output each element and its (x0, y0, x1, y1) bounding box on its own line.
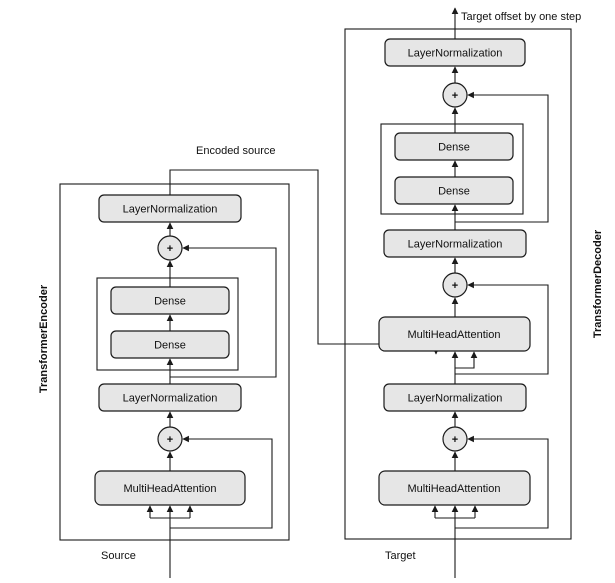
decoder-layernorm-2-label: LayerNormalization (408, 239, 503, 251)
encoder-layernorm-mid-label: LayerNormalization (123, 393, 218, 405)
decoder-layernorm-1-label: LayerNormalization (408, 393, 503, 405)
encoder-add-upper-symbol: + (167, 243, 173, 255)
decoder-dense-bottom-label: Dense (438, 186, 470, 198)
encoder-frame (59, 183, 290, 541)
decoder-dense-top-label: Dense (438, 142, 470, 154)
decoder-wires (431, 7, 549, 578)
decoder-add-mid-symbol: + (452, 280, 458, 292)
decoder-frame (344, 28, 572, 540)
encoder-add-lower-symbol: + (167, 434, 173, 446)
decoder-add-bottom-symbol: + (452, 434, 458, 446)
encoder-dense-top-label: Dense (154, 296, 186, 308)
encoder-wires (146, 222, 277, 578)
decoder-cross-attention-label: MultiHeadAttention (408, 329, 501, 341)
encoder-title: TransformerEncoder (38, 284, 50, 393)
decoder-dense-bottom (394, 176, 514, 205)
transformer-encoder: TransformerEncoder LayerNormalization De… (38, 145, 290, 578)
decoder-input-label: Target (385, 550, 416, 562)
decoder-title: TransformerDecoder (592, 229, 604, 338)
encoder-output-label: Encoded source (196, 145, 276, 157)
decoder-ffn-frame (380, 123, 524, 215)
decoder-self-attention-label: MultiHeadAttention (408, 483, 501, 495)
decoder-output-label: Target offset by one step (461, 11, 581, 23)
encoder-ffn-frame (96, 277, 239, 371)
encoder-input-label: Source (101, 550, 136, 562)
encoder-attention-label: MultiHeadAttention (124, 483, 217, 495)
transformer-decoder: TransformerDecoder LayerNormalization De… (344, 7, 604, 578)
decoder-add-top-symbol: + (452, 90, 458, 102)
encoder-dense-bottom-label: Dense (154, 340, 186, 352)
decoder-dense-top (394, 132, 514, 161)
encoder-layernorm-top-label: LayerNormalization (123, 204, 218, 216)
decoder-layernorm-top-label: LayerNormalization (408, 48, 503, 60)
